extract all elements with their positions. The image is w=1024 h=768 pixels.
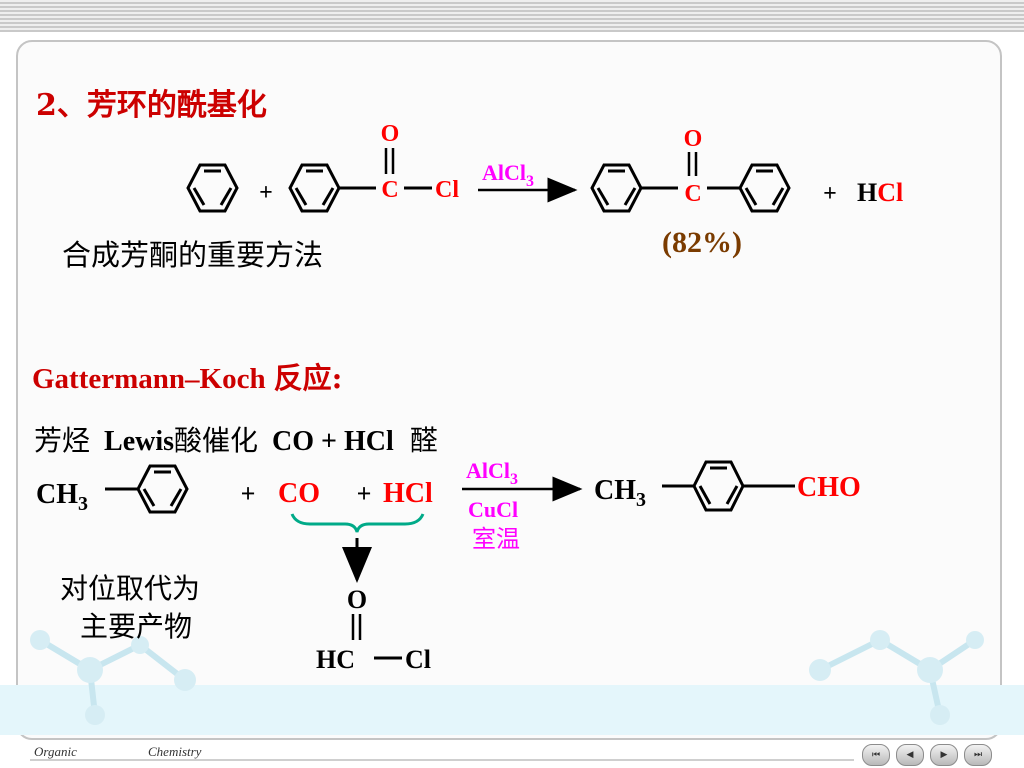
reaction1-chlorine: Cl [435, 177, 459, 203]
gk-product-methyl: CH3 [594, 475, 646, 511]
gk-intermediate-oxygen: O [347, 585, 367, 614]
carbonyl-double-bond-2 [687, 152, 698, 176]
benzene-ring-6 [692, 460, 745, 512]
gk-co: CO [278, 478, 320, 509]
section-title: 2、芳环的酰基化 [36, 88, 267, 123]
reaction1-product-carbon: C [684, 181, 701, 207]
footer-chemistry: Chemistry [148, 744, 202, 759]
gk-intermediate-cl: Cl [405, 645, 431, 674]
reaction1-carbon: C [381, 177, 398, 203]
gk-catalyst-bottom: CuCl [468, 497, 518, 522]
gk-note-line1: 对位取代为 [60, 572, 201, 605]
reaction1-yield: (82%) [662, 226, 742, 259]
benzene-ring-5 [136, 464, 189, 514]
reaction1-catalyst: AlCl3 [482, 160, 534, 190]
top-stripe-bar [0, 0, 1024, 32]
section-note: 合成芳酮的重要方法 [62, 238, 324, 272]
benzene-ring-2 [288, 163, 341, 213]
first-slide-button[interactable]: ⏮ [862, 744, 890, 766]
reaction1-hcl: HCl [857, 178, 903, 207]
slide-nav: ⏮ ◀ ▶ ⏭ [862, 744, 992, 766]
gk-catalyst-top: AlCl3 [466, 458, 518, 488]
gk-plus2: + [357, 479, 372, 508]
gk-intermediate-hc: HC [316, 645, 355, 674]
next-slide-button[interactable]: ▶ [930, 744, 958, 766]
reaction1-oxygen: O [381, 121, 400, 147]
reaction1-plus2: + [823, 181, 837, 207]
last-slide-button[interactable]: ⏭ [964, 744, 992, 766]
gk-condition: 室温 [472, 525, 520, 553]
slide-footer: Organic Chemistry [0, 740, 1024, 768]
reaction1-plus1: + [259, 180, 273, 206]
footer-organic: Organic [34, 744, 77, 759]
gk-reactant-methyl: CH3 [36, 479, 88, 515]
gk-brace [290, 513, 425, 533]
gk-plus1: + [241, 479, 256, 508]
gk-product-cho: CHO [797, 472, 861, 503]
slide-frame [16, 40, 1002, 740]
molecule-decoration [0, 630, 1024, 735]
previous-slide-button[interactable]: ◀ [896, 744, 924, 766]
intermediate-double-bond [351, 614, 362, 640]
gk-note-line2: 主要产物 [80, 610, 193, 643]
benzene-ring-1 [186, 163, 239, 213]
reaction1-product-oxygen: O [684, 126, 703, 152]
gk-hcl: HCl [383, 478, 433, 509]
carbonyl-double-bond-1 [384, 148, 395, 174]
footer-divider [30, 759, 854, 761]
benzene-ring-3 [590, 163, 643, 213]
benzene-ring-4 [738, 163, 791, 213]
